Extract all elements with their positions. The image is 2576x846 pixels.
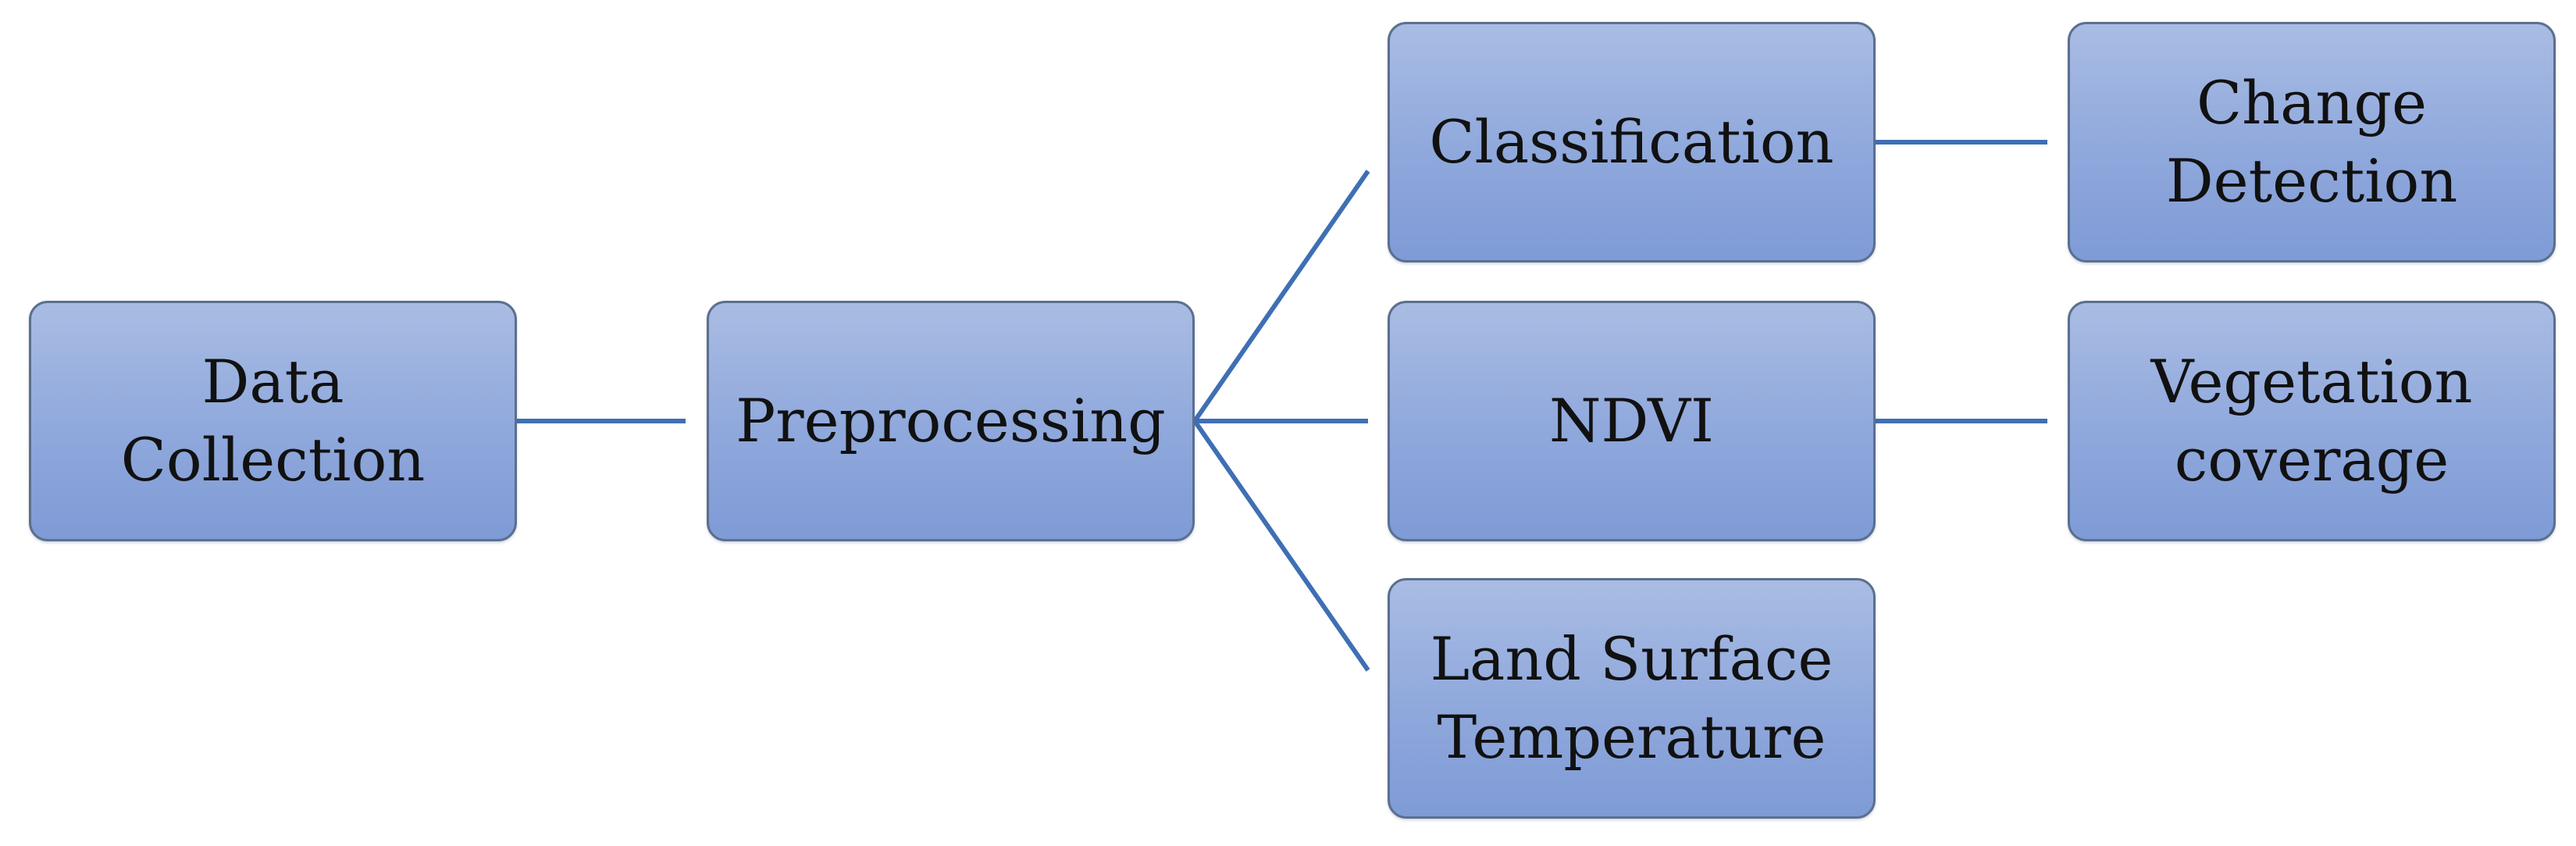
node-preprocessing: Preprocessing <box>707 301 1195 541</box>
connector-preprocessing-to-classification <box>1192 170 1370 423</box>
node-label-change-detection: Change Detection <box>2165 68 2458 216</box>
node-classification: Classification <box>1388 22 1876 262</box>
node-label-preprocessing: Preprocessing <box>736 386 1166 455</box>
node-ndvi: NDVI <box>1388 301 1876 541</box>
node-vegetation-coverage: Vegetation coverage <box>2068 301 2556 541</box>
node-label-classification: Classification <box>1429 107 1834 177</box>
node-label-vegetation-coverage: Vegetation coverage <box>2150 347 2473 494</box>
node-land-surface-temperature: Land Surface Temperature <box>1388 578 1876 819</box>
node-label-ndvi: NDVI <box>1548 386 1714 455</box>
node-label-data-collection: Data Collection <box>120 347 426 494</box>
node-change-detection: Change Detection <box>2068 22 2556 262</box>
connector-preprocessing-to-lst <box>1192 419 1370 672</box>
node-data-collection: Data Collection <box>29 301 517 541</box>
node-label-land-surface-temperature: Land Surface Temperature <box>1430 624 1833 772</box>
